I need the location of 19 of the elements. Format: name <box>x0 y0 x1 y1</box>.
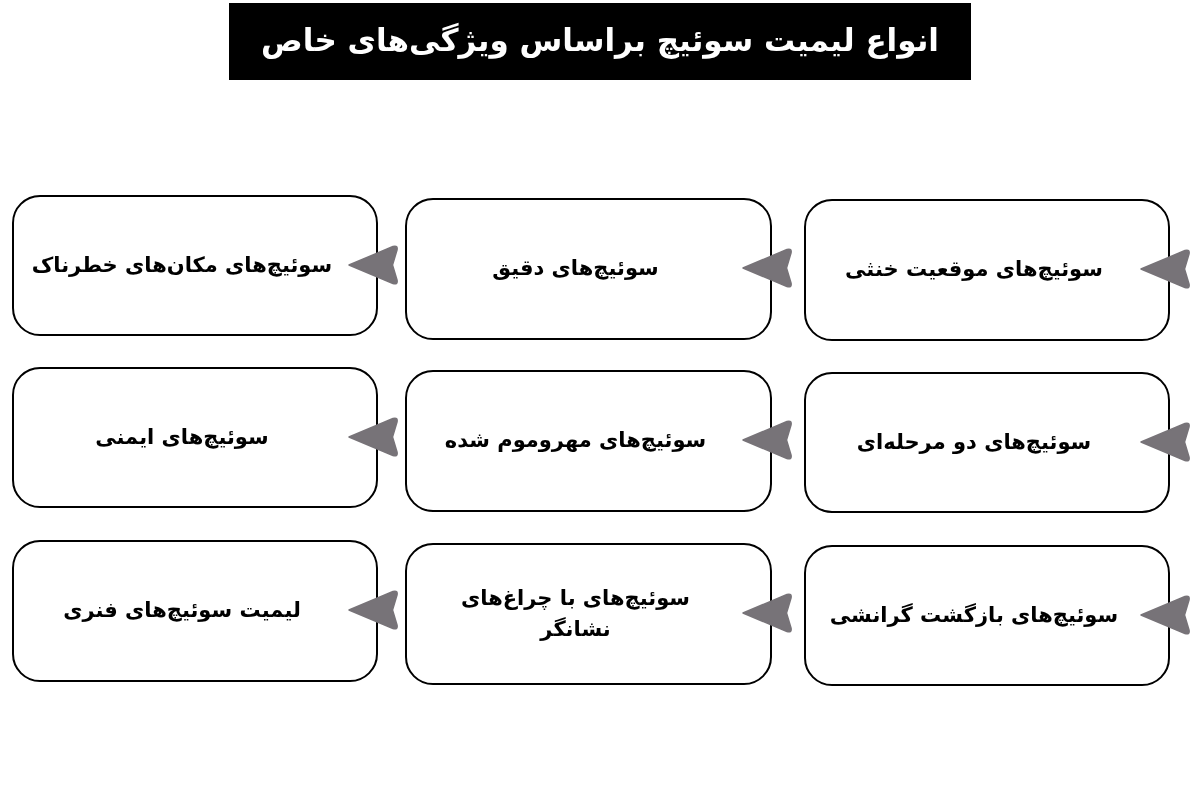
rounded-box <box>12 195 378 336</box>
box-label: سوئیچ‌های دو مرحله‌ای <box>856 428 1092 456</box>
rounded-box <box>12 540 378 682</box>
box-label: لیمیت سوئیچ‌های فنری <box>63 597 301 625</box>
box-label: سوئیچ‌های ایمنی <box>95 423 269 451</box>
rounded-box <box>12 367 378 508</box>
rounded-box <box>804 545 1170 686</box>
box-label: سوئیچ‌های مکان‌های خطرناک <box>31 251 333 279</box>
rounded-box <box>804 199 1170 341</box>
rounded-box <box>405 198 772 340</box>
rounded-box <box>804 372 1170 513</box>
box-label: سوئیچ‌های موقعیت خنثی <box>845 256 1103 284</box>
box-label: سوئیچ‌های بازگشت گرانشی <box>829 601 1119 629</box>
rounded-box <box>405 543 772 685</box>
rounded-box <box>405 370 772 512</box>
box-label: سوئیچ‌های مهروموم شده <box>444 427 707 455</box>
box-label: سوئیچ‌های با چراغ‌های نشانگر <box>460 584 691 643</box>
box-label: سوئیچ‌های دقیق <box>492 255 659 283</box>
title-banner: انواع لیمیت سوئیچ براساس ویژگی‌های خاص <box>229 3 971 80</box>
